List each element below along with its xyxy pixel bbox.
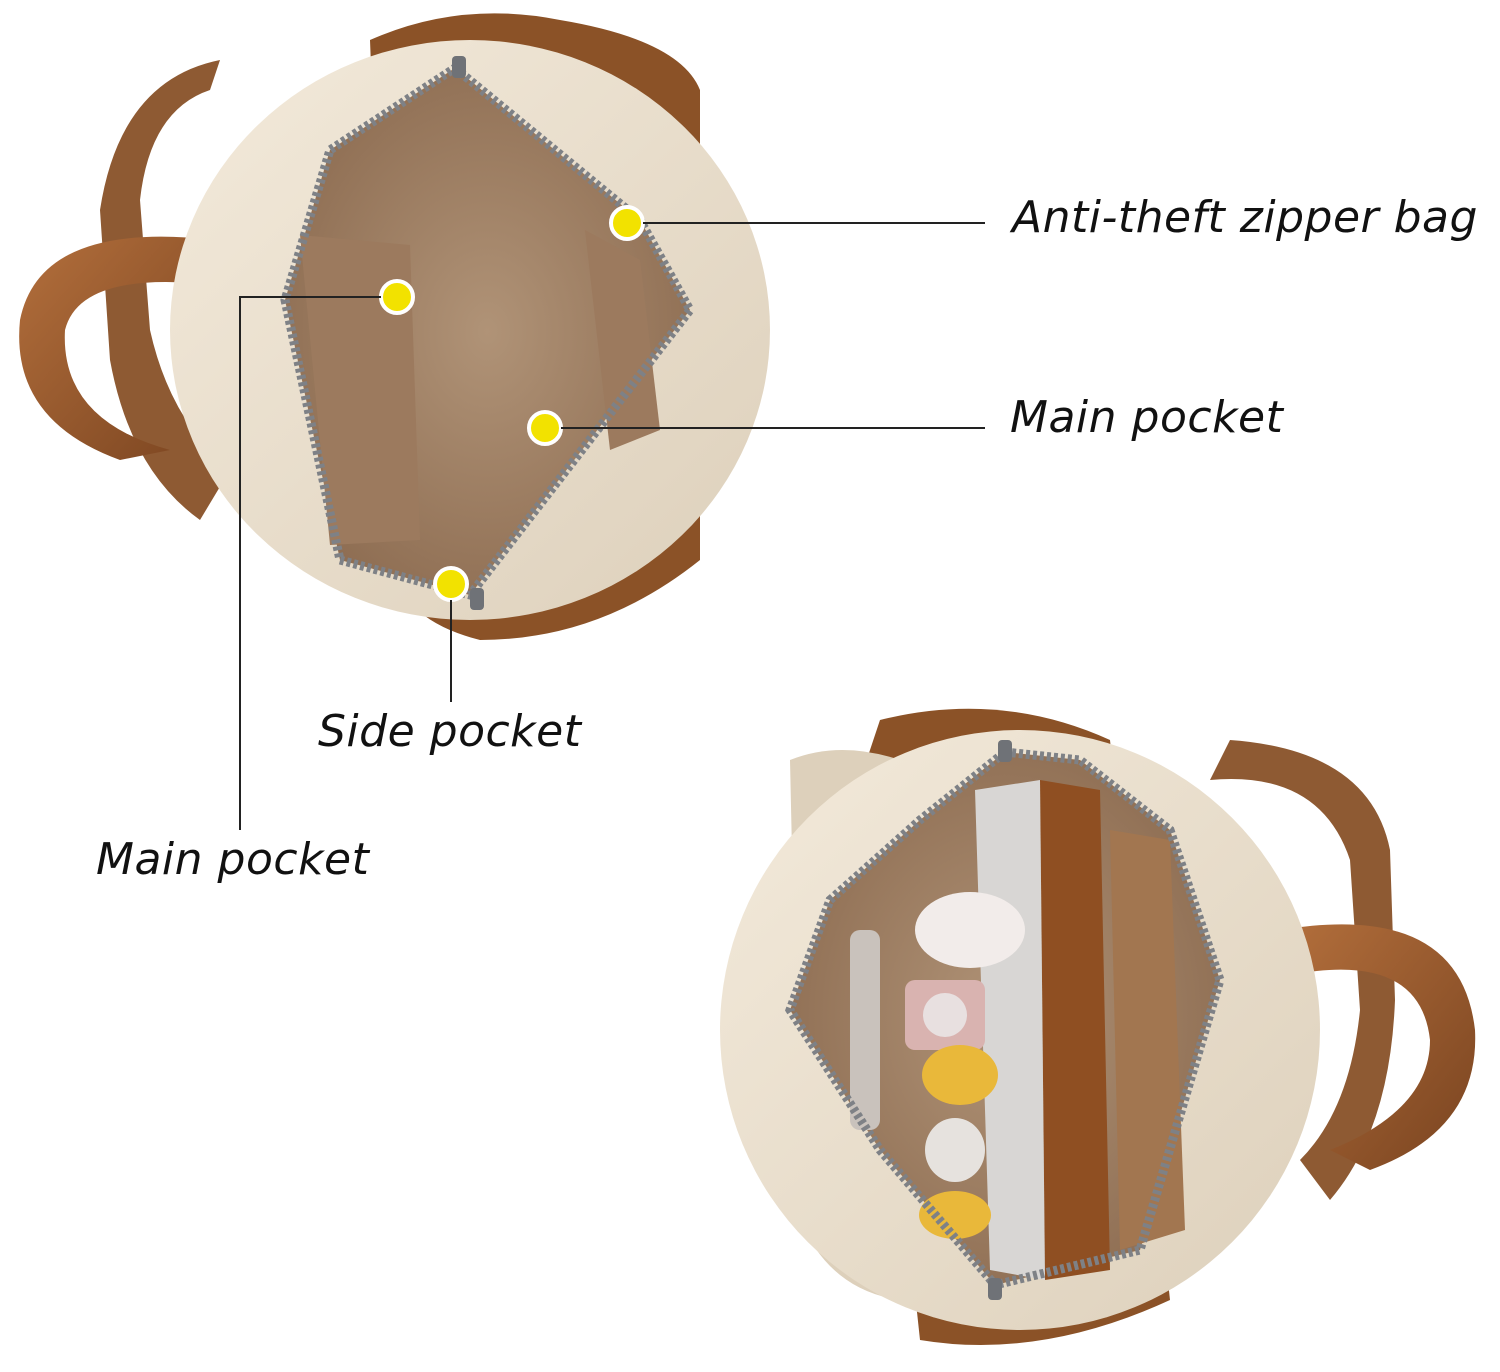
top-handle — [1280, 924, 1476, 1170]
callout-main-pocket-right-label: Main pocket — [1010, 392, 1284, 443]
lipstick-case — [919, 1191, 991, 1239]
perfume-cap — [923, 993, 967, 1037]
callout-side-pocket-label: Side pocket — [318, 706, 582, 757]
callout-markers — [379, 205, 645, 602]
leader-main-left — [239, 296, 381, 830]
top-handle — [19, 236, 215, 460]
zipper-pull-top — [998, 740, 1012, 762]
zipper-track — [280, 62, 696, 601]
marker-main-right — [527, 410, 563, 446]
phone — [850, 930, 880, 1130]
leader-lines — [239, 222, 985, 830]
cosmetic-jar — [922, 1045, 998, 1105]
callout-main-pocket-left-label: Main pocket — [96, 834, 370, 885]
marker-side — [433, 566, 469, 602]
back-strap — [100, 60, 230, 520]
tablet-sleeve — [1040, 780, 1110, 1280]
compact-mirror — [915, 892, 1025, 968]
zipper-pull-bottom — [988, 1278, 1002, 1300]
marker-main-left — [379, 279, 415, 315]
bottom-backpack — [720, 708, 1476, 1345]
marker-anti-theft — [609, 205, 645, 241]
back-strap — [1210, 740, 1395, 1200]
anti-theft-pocket-panel — [585, 230, 660, 450]
zipper-pull-top — [452, 56, 466, 78]
inner-pocket — [1110, 830, 1185, 1250]
cosmetic-tube — [925, 1118, 985, 1182]
top-backpack — [19, 13, 770, 641]
callout-anti-theft-label: Anti-theft zipper bag — [1012, 192, 1478, 243]
zipper-pull-bottom — [470, 588, 484, 610]
